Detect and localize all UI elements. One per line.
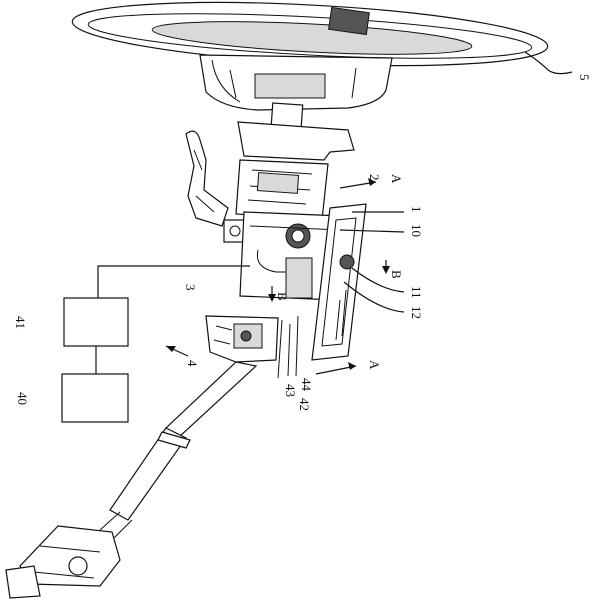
label-42: 42: [297, 398, 312, 411]
label-3: 3: [183, 284, 198, 291]
label-A-bottom: A: [367, 360, 382, 370]
label-43: 43: [283, 384, 298, 397]
label-44: 44: [299, 378, 314, 392]
label-12: 12: [409, 306, 424, 319]
label-10: 10: [409, 224, 424, 237]
control-blocks: [61, 265, 250, 423]
reference-labels: 5 2 A 1 10 B 11 12 3 B 41 4 A 44 43 42 4…: [13, 74, 592, 411]
label-1: 1: [409, 206, 424, 213]
label-5: 5: [577, 74, 592, 81]
mid-housing: [239, 211, 343, 301]
label-4: 4: [185, 360, 200, 367]
upper-column: [185, 102, 355, 243]
section-arrows: [165, 178, 390, 379]
steering-shaft: [5, 361, 258, 599]
lower-mount: [205, 315, 279, 363]
label-B-right: B: [389, 270, 404, 279]
block-40: [61, 373, 129, 423]
label-40: 40: [15, 392, 30, 405]
label-B-left: B: [275, 292, 290, 301]
label-A-top: A: [389, 174, 404, 184]
block-41: [63, 297, 129, 347]
label-11: 11: [409, 286, 424, 299]
label-2: 2: [367, 174, 382, 181]
rail-bracket: [311, 203, 405, 361]
label-41: 41: [13, 316, 28, 329]
steering-wheel: [71, 1, 573, 111]
